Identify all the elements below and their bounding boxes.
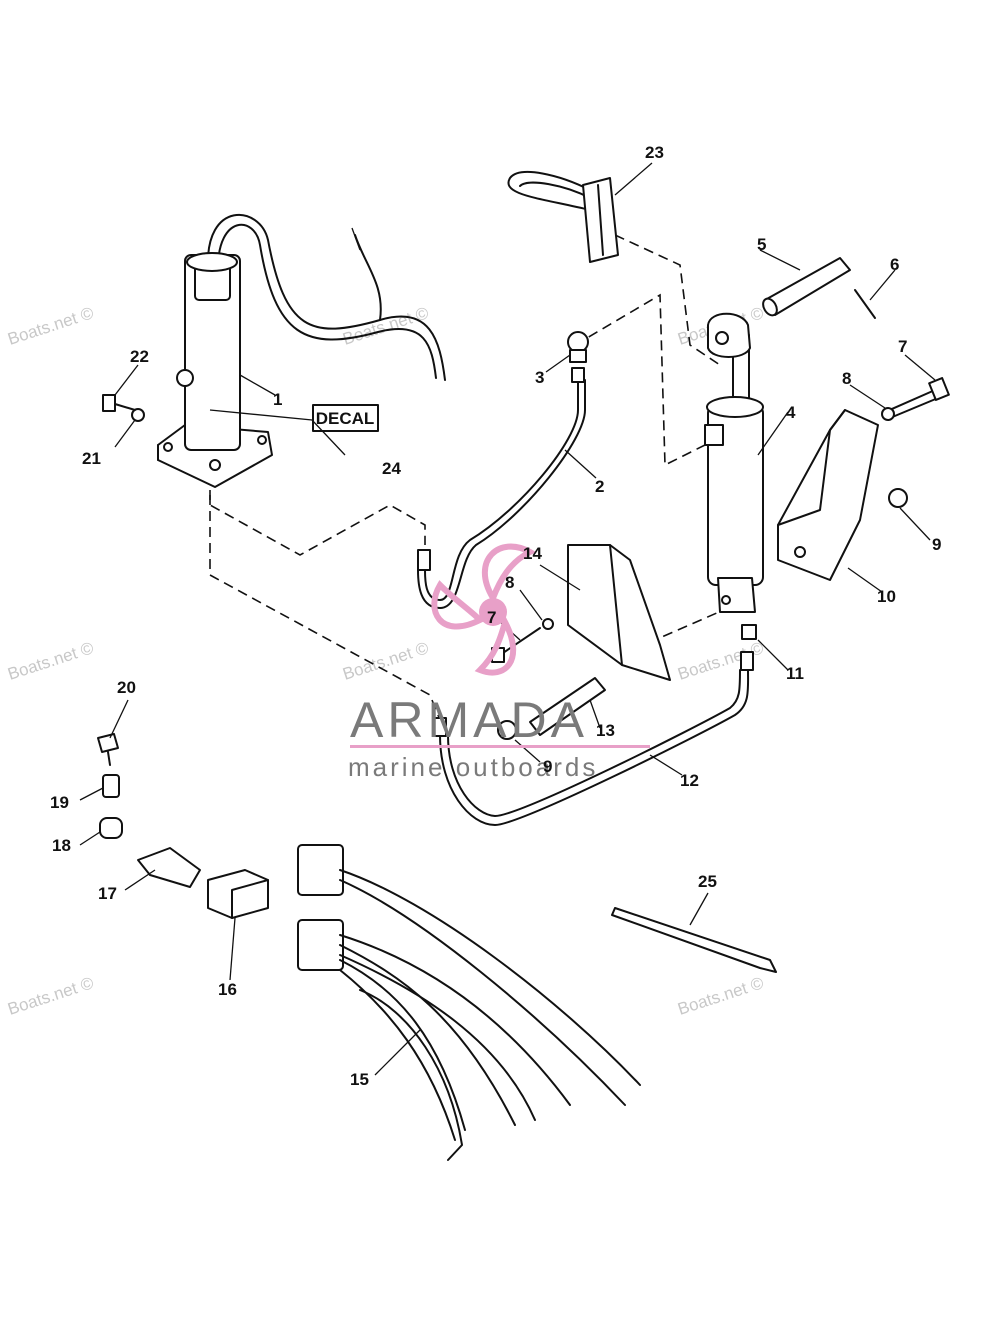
pivot-pin-part-5 <box>762 257 851 317</box>
callout-23: 23 <box>645 143 664 162</box>
bolt-part-7 <box>884 377 950 419</box>
elbow-fitting-part-3 <box>567 331 589 363</box>
callout-13: 13 <box>596 721 615 740</box>
cotter-pin-part-6 <box>854 289 876 319</box>
washer-part-8 <box>881 407 895 421</box>
brand-propeller-blade <box>481 543 537 605</box>
watermark: Boats.net © <box>5 638 96 684</box>
mounting-bracket-part-14 <box>567 544 671 681</box>
brand-watermark: ARMADA marine outboards <box>348 543 650 782</box>
callout-21: 21 <box>82 449 101 468</box>
grommet-part-18 <box>99 817 123 839</box>
decal-text: DECAL <box>316 409 375 428</box>
leader-lines <box>79 162 936 1076</box>
callout-10: 10 <box>877 587 896 606</box>
brand-underline <box>350 745 650 748</box>
wiring-harness-part-15 <box>297 844 641 1161</box>
callout-4: 4 <box>786 403 796 422</box>
callout-5: 5 <box>757 235 766 254</box>
connector-part-16 <box>207 869 269 919</box>
nut-part-9 <box>888 488 908 508</box>
mounting-bracket-part-10 <box>777 409 879 581</box>
callout-22: 22 <box>130 347 149 366</box>
callout-16: 16 <box>218 980 237 999</box>
fitting-part-11 <box>741 624 757 640</box>
actuator-cylinder-part-4 <box>704 312 764 613</box>
watermark: Boats.net © <box>5 973 96 1019</box>
assembly-line <box>209 495 441 721</box>
callout-2: 2 <box>595 477 604 496</box>
callout-14: 14 <box>523 544 542 563</box>
assembly-line <box>614 234 721 366</box>
callout-1: 1 <box>273 390 282 409</box>
callout-18: 18 <box>52 836 71 855</box>
callout-20: 20 <box>117 678 136 697</box>
callout-8: 8 <box>505 573 514 592</box>
assembly-line <box>574 293 706 467</box>
watermark: Boats.net © <box>340 638 431 684</box>
hose-part-2 <box>424 379 579 601</box>
bolt-part-7 <box>499 627 541 656</box>
brand-name: ARMADA <box>350 692 588 748</box>
decal-label-part-24: DECAL <box>312 404 379 432</box>
hose-fitting <box>740 651 754 671</box>
callout-7: 7 <box>898 337 907 356</box>
hose-part-12 <box>439 669 750 826</box>
assembly-line <box>209 490 426 556</box>
nut-part-9 <box>497 720 517 740</box>
bracket-part-23 <box>507 171 619 263</box>
hose-fitting <box>571 367 585 383</box>
callout-17: 17 <box>98 884 117 903</box>
trim-cylinder-part-1 <box>157 213 446 488</box>
callout-15: 15 <box>350 1070 369 1089</box>
hose-fitting <box>417 549 431 571</box>
brand-propeller-icon <box>479 598 507 626</box>
callout-12: 12 <box>680 771 699 790</box>
callout-19: 19 <box>50 793 69 812</box>
callout-6: 6 <box>890 255 899 274</box>
pin-part-13 <box>529 677 606 736</box>
brand-tagline: marine outboards <box>348 752 598 782</box>
watermark: Boats.net © <box>5 303 96 349</box>
bolt-part-22 <box>102 394 136 412</box>
callout-24: 24 <box>382 459 401 478</box>
brand-propeller-blade <box>431 580 486 630</box>
bushing-part-19 <box>102 774 120 798</box>
clip-part-17 <box>137 847 201 888</box>
callout-8: 8 <box>842 369 851 388</box>
screw-part-20 <box>97 733 119 766</box>
callout-7: 7 <box>487 608 496 627</box>
callout-9: 9 <box>932 535 941 554</box>
watermark: Boats.net © <box>675 973 766 1019</box>
callout-25: 25 <box>698 872 717 891</box>
hose-fitting <box>433 717 447 737</box>
cable-tie-part-25 <box>611 907 777 973</box>
callout-3: 3 <box>535 368 544 387</box>
callout-11: 11 <box>786 664 804 683</box>
brand-propeller-blade <box>474 613 517 676</box>
washer-part-21 <box>131 408 145 422</box>
callout-9: 9 <box>543 757 552 776</box>
washer-part-8 <box>542 618 554 630</box>
